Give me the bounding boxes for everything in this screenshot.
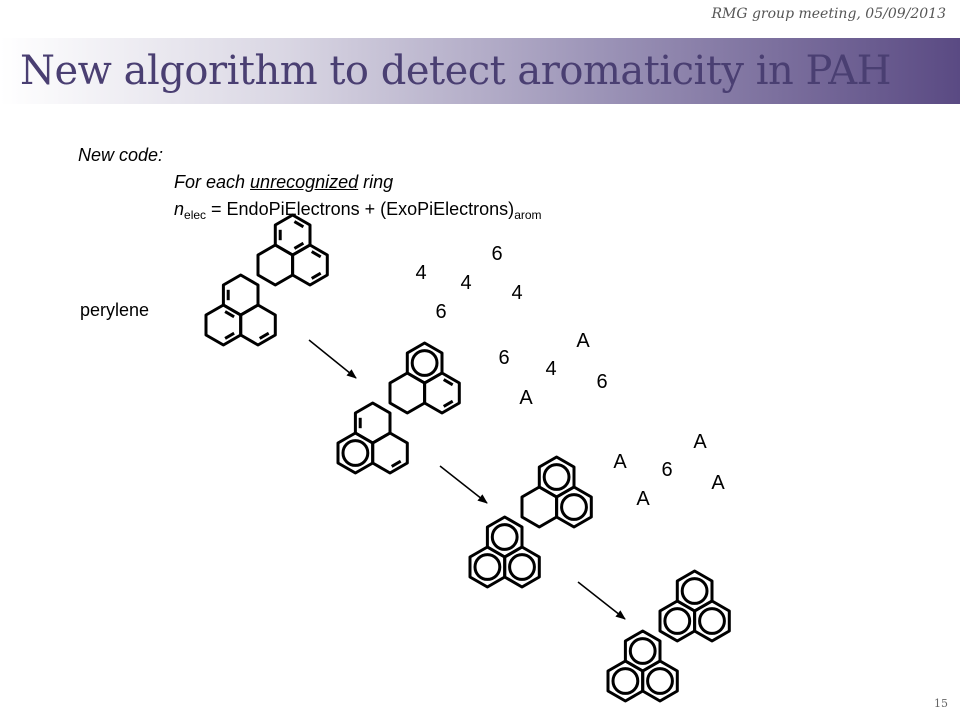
ring-label: 6 [661,459,672,481]
ring-label: A [519,387,533,409]
aromatic-circle [560,493,588,521]
aromatic-circle [628,637,657,665]
perylene-structures [204,213,731,703]
ring-label: 4 [511,282,522,304]
code-heading: New code: [78,145,164,165]
ring-label: 6 [491,243,502,265]
ring-bonds [503,545,541,589]
perylene-structure-0 [204,213,329,347]
ring-bonds [239,303,277,347]
ring-bonds [693,599,731,643]
perylene-structure-3 [606,569,731,703]
ring-bonds [641,659,679,703]
double-bond [442,399,454,408]
ring-label: A [636,488,650,510]
perylene-structure-2 [468,455,593,589]
ring-label: 6 [498,347,509,369]
double-bond [224,310,235,319]
aromatic-circle [410,349,439,377]
double-bond [293,220,305,229]
meeting-info: RMG group meeting, 05/09/2013 [711,6,946,22]
double-bond [258,331,270,340]
ring-labels-stage-3: A A 6 A A [613,431,725,510]
ring-labels-stage-2: 6 A 4 A 6 [498,330,607,409]
aromatic-circle [542,463,571,491]
aromatic-circle [698,607,726,635]
ring-labels-stage-1: 4 6 4 6 4 [415,243,522,323]
ring-bonds [371,431,409,475]
aromatic-circle [341,439,370,467]
ring-label: 4 [545,358,556,380]
n-symbol: n [174,199,185,219]
n-subscript: elec [184,208,207,222]
molecule-label: perylene [80,300,150,320]
code-line-1: For each unrecognized ring [174,172,393,193]
ring-label: 6 [596,371,607,393]
double-bond [293,241,305,250]
aromatic-circle [680,577,709,605]
double-bond [310,250,322,259]
transition-arrows [308,339,626,620]
aromatic-circle [611,667,640,695]
double-bond [310,271,322,280]
aromatic-circle [646,667,674,695]
code-line-1-underlined: unrecognized [250,172,359,192]
code-line-1-pre: For each [174,172,251,192]
slide-title: New algorithm to detect aromaticity in P… [20,48,892,94]
double-bond [224,331,235,340]
aromatic-circle [473,553,502,581]
equation-subscript: arom [514,208,542,222]
ring-label: 4 [460,272,471,294]
double-bond [390,459,402,468]
double-bond [442,378,454,387]
ring-label: A [613,451,627,473]
ring-bonds [204,303,243,347]
aromatic-circle [490,523,519,551]
ring-bonds [388,371,427,415]
perylene-structure-1 [336,341,461,475]
title-bar [0,38,960,104]
aromatic-circle [663,607,692,635]
ring-bonds [291,243,329,287]
aromatic-circle [508,553,536,581]
equation-body: = EndoPiElectrons + (ExoPiElectrons) [206,199,515,219]
ring-label: 6 [435,301,446,323]
arrow-stage-2 [439,465,488,504]
ring-bonds [256,243,295,287]
ring-bonds [423,371,461,415]
ring-label: A [576,330,590,352]
ring-label: A [711,472,725,494]
ring-label: 4 [415,262,426,284]
arrow-stage-1 [308,339,357,379]
ring-bonds [520,485,559,529]
ring-bonds [555,485,593,529]
ring-label: A [693,431,707,453]
page-number: 15 [934,697,948,710]
code-line-1-post: ring [358,172,394,192]
arrow-stage-3 [577,581,626,620]
code-line-2: nelec = EndoPiElectrons + (ExoPiElectron… [174,199,542,222]
